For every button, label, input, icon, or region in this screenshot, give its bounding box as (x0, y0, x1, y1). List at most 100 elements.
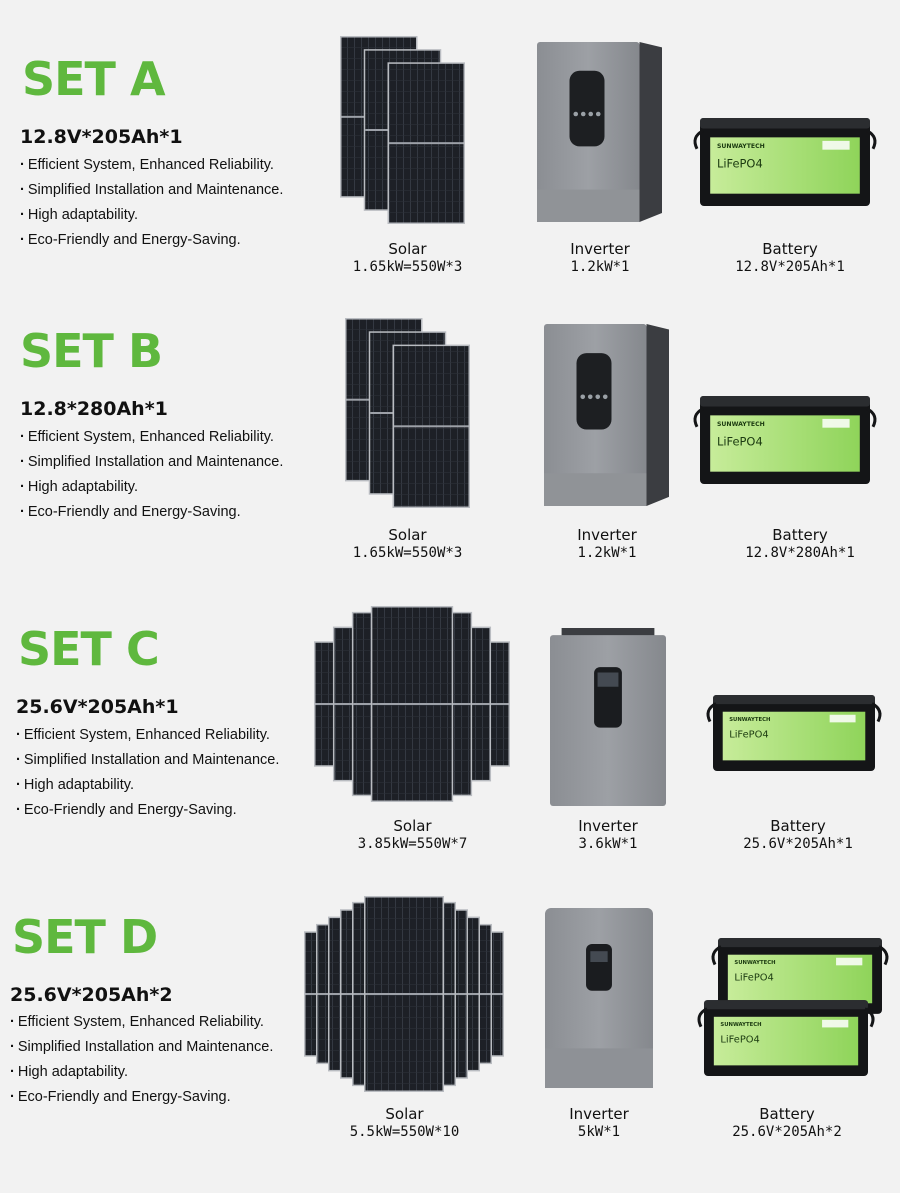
inverter-graphic (550, 628, 666, 806)
battery-label: Battery (762, 240, 818, 258)
solar-panel-image (340, 36, 465, 224)
inverter-value: 5kW*1 (577, 1124, 621, 1140)
feature-item: Eco-Friendly and Energy-Saving. (20, 228, 283, 253)
feature-item: Efficient System, Enhanced Reliability. (20, 153, 283, 178)
set-d-section: SET D 25.6V*205Ah*2 Efficient System, En… (0, 870, 900, 1193)
set-a-section: SET A 12.8V*205Ah*1 Efficient System, En… (0, 0, 900, 290)
solar-panel (387, 62, 465, 224)
battery-chemistry: LiFePO4 (729, 730, 768, 741)
solar-panel-image (345, 318, 470, 508)
feature-item: High adaptability. (10, 1060, 273, 1085)
battery-brand: SUNWAYTECH (717, 421, 765, 428)
battery-chemistry: LiFePO4 (734, 973, 773, 984)
inverter-value: 1.2kW*1 (570, 259, 630, 275)
solar-label: Solar (385, 1105, 424, 1123)
inverter-image (550, 628, 666, 806)
set-title: SET C (18, 622, 160, 676)
battery-graphic: SUNWAYTECH LiFePO4 (693, 396, 877, 484)
solar-panel (364, 896, 444, 1092)
battery-chemistry: LiFePO4 (717, 434, 763, 448)
battery-chemistry: LiFePO4 (720, 1035, 759, 1046)
solar-label: Solar (388, 526, 427, 544)
inverter-graphic (537, 42, 662, 222)
inverter-display (576, 353, 612, 430)
battery-image: SUNWAYTECH LiFePO4 (690, 110, 880, 210)
battery-value: 12.8V*205Ah*1 (735, 259, 845, 275)
set-spec: 12.8*280Ah*1 (20, 398, 168, 420)
feature-item: Eco-Friendly and Energy-Saving. (10, 1085, 273, 1110)
feature-item: Simplified Installation and Maintenance. (20, 450, 284, 475)
solar-value: 5.5kW=550W*10 (349, 1124, 460, 1140)
solar-panel-graphic (304, 896, 504, 1092)
set-spec: 12.8V*205Ah*1 (20, 126, 183, 148)
battery-image: SUNWAYTECH LiFePO4 (703, 687, 885, 775)
battery-graphic: SUNWAYTECH LiFePO4 (693, 118, 877, 206)
solar-panel-image (304, 896, 504, 1092)
feature-list: Efficient System, Enhanced Reliability. … (16, 723, 280, 823)
solar-panel (392, 344, 470, 508)
feature-item: High adaptability. (16, 773, 279, 798)
set-title: SET B (20, 324, 163, 378)
solar-value: 1.65kW=550W*3 (352, 259, 463, 275)
solar-value: 3.85kW=550W*7 (357, 836, 468, 852)
battery-caption: Battery 12.8V*280Ah*1 (710, 526, 890, 562)
feature-item: Efficient System, Enhanced Reliability. (10, 1010, 273, 1035)
solar-caption: Solar 1.65kW=550W*3 (320, 526, 495, 562)
inverter-label: Inverter (570, 240, 630, 258)
solar-caption: Solar 3.85kW=550W*7 (325, 817, 500, 853)
feature-item: High adaptability. (20, 203, 283, 228)
solar-panel-image (314, 606, 510, 802)
feature-item: Simplified Installation and Maintenance. (10, 1035, 274, 1060)
battery-label: Battery (770, 817, 826, 835)
battery-brand: SUNWAYTECH (729, 717, 770, 723)
battery-unit: SUNWAYTECH LiFePO4 (693, 118, 877, 206)
feature-item: Eco-Friendly and Energy-Saving. (20, 500, 283, 525)
battery-caption: Battery 25.6V*205Ah*1 (708, 817, 888, 853)
inverter-caption: Inverter 3.6kW*1 (533, 817, 683, 853)
battery-label: Battery (759, 1105, 815, 1123)
set-spec: 25.6V*205Ah*2 (10, 984, 173, 1006)
feature-item: Efficient System, Enhanced Reliability. (16, 723, 279, 748)
inverter-image (537, 42, 662, 222)
feature-item: High adaptability. (20, 475, 283, 500)
inverter-graphic (545, 908, 653, 1088)
battery-label: Battery (772, 526, 828, 544)
inverter-caption: Inverter 1.2kW*1 (525, 240, 675, 276)
inverter-value: 3.6kW*1 (578, 836, 638, 852)
battery-chemistry: LiFePO4 (717, 156, 763, 170)
solar-value: 1.65kW=550W*3 (352, 545, 463, 561)
battery-value: 12.8V*280Ah*1 (745, 545, 855, 561)
feature-list: Efficient System, Enhanced Reliability. … (10, 1010, 274, 1110)
battery-unit: SUNWAYTECH LiFePO4 (693, 396, 877, 484)
battery-unit: SUNWAYTECH LiFePO4 (706, 695, 882, 771)
feature-item: Eco-Friendly and Energy-Saving. (16, 798, 279, 823)
set-title: SET D (12, 910, 158, 964)
inverter-caption: Inverter 1.2kW*1 (532, 526, 682, 562)
feature-item: Efficient System, Enhanced Reliability. (20, 425, 283, 450)
battery-graphic: SUNWAYTECH LiFePO4 (706, 695, 882, 771)
inverter-label: Inverter (577, 526, 637, 544)
inverter-label: Inverter (578, 817, 638, 835)
set-c-section: SET C 25.6V*205Ah*1 Efficient System, En… (0, 580, 900, 870)
inverter-image (545, 908, 653, 1088)
battery-image: SUNWAYTECH LiFePO4 (690, 388, 880, 488)
inverter-value: 1.2kW*1 (577, 545, 637, 561)
feature-list: Efficient System, Enhanced Reliability. … (20, 425, 284, 525)
solar-caption: Solar 1.65kW=550W*3 (320, 240, 495, 276)
solar-panel (370, 606, 454, 802)
set-b-section: SET B 12.8*280Ah*1 Efficient System, Enh… (0, 290, 900, 580)
solar-panel-graphic (314, 606, 510, 802)
feature-item: Simplified Installation and Maintenance. (20, 178, 284, 203)
inverter-display (569, 70, 605, 147)
set-spec: 25.6V*205Ah*1 (16, 696, 179, 718)
solar-caption: Solar 5.5kW=550W*10 (317, 1105, 492, 1141)
battery-brand: SUNWAYTECH (717, 143, 765, 150)
battery-value: 25.6V*205Ah*2 (732, 1124, 842, 1140)
feature-item: Simplified Installation and Maintenance. (16, 748, 280, 773)
inverter-graphic (544, 324, 669, 506)
